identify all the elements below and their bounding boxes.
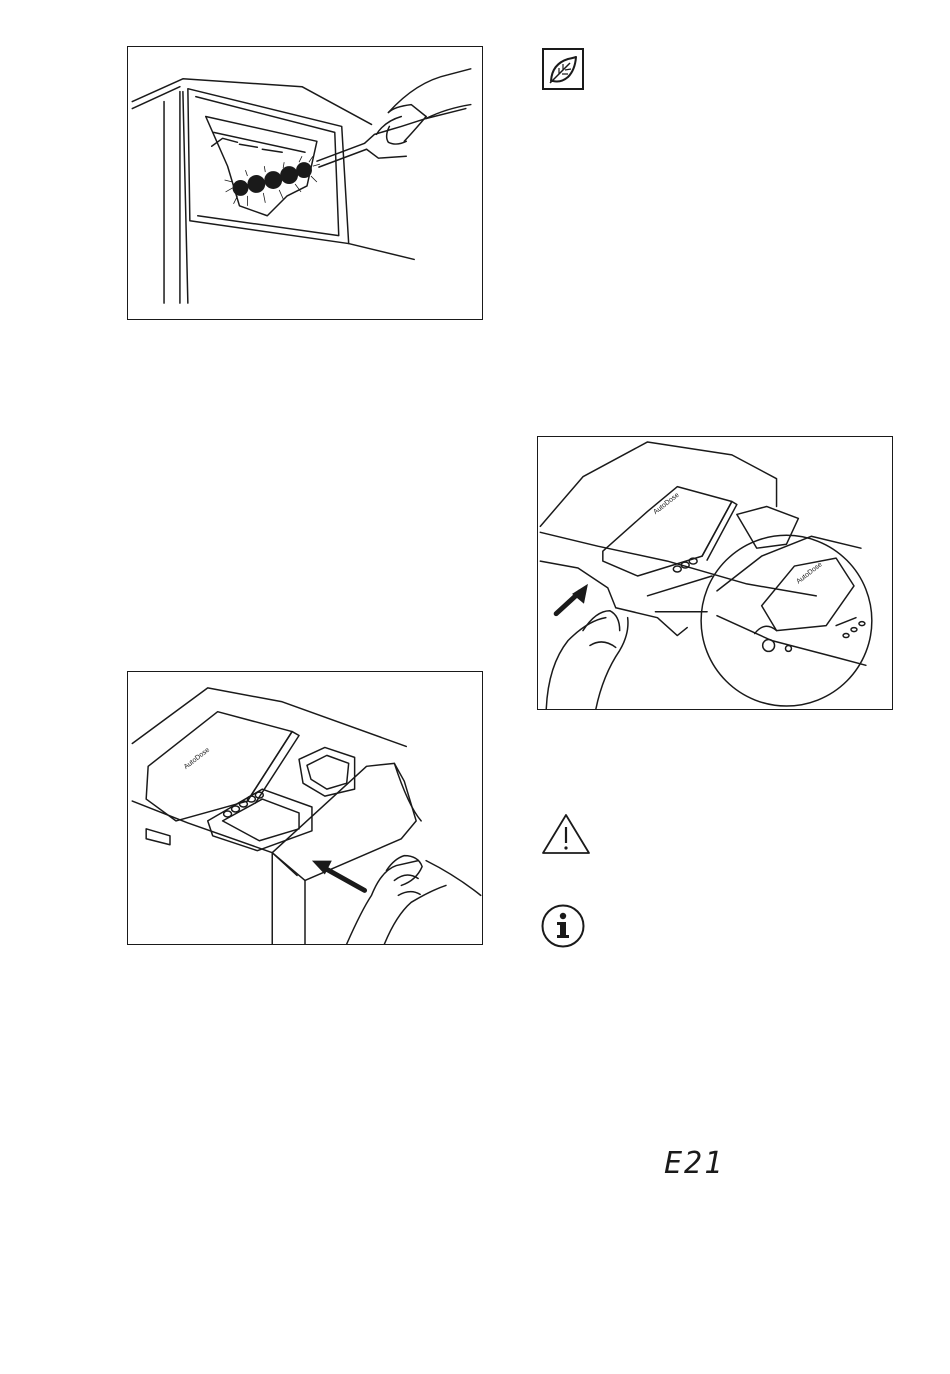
warning-triangle-icon — [541, 812, 591, 856]
error-code-display: E21 — [664, 1148, 724, 1180]
insert-drawer-label: AutoDose — [183, 747, 211, 771]
insert-drawer-drawing: AutoDose — [128, 672, 482, 944]
release-drawer-drawing: AutoDose AutoDose — [538, 437, 892, 709]
insert-drawer-illustration: AutoDose — [127, 671, 483, 945]
leaf-icon — [542, 48, 584, 90]
brush-cleaning-drawing — [128, 47, 482, 319]
release-drawer-illustration: AutoDose AutoDose — [537, 436, 893, 710]
info-icon — [540, 903, 586, 949]
brush-cleaning-illustration — [127, 46, 483, 320]
